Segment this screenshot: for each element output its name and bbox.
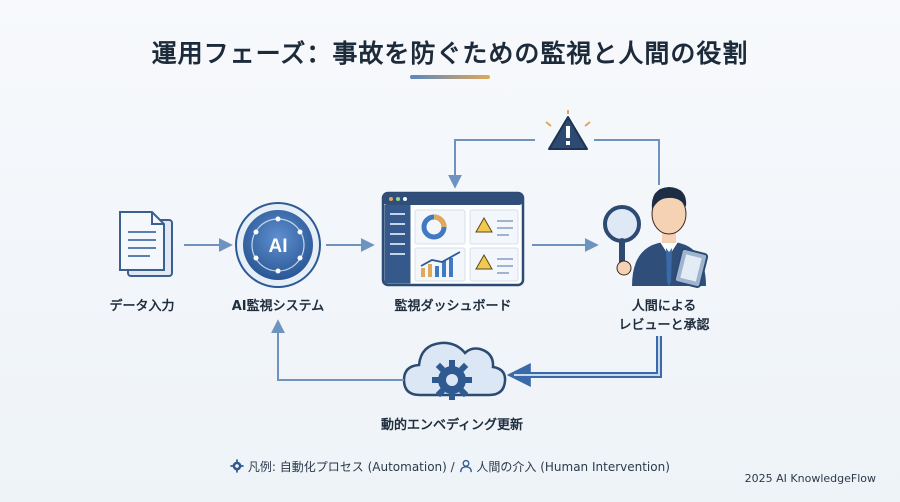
loop-arrow-right-segment (594, 139, 660, 185)
legend-automation-text: 凡例: 自動化プロセス (Automation) / (247, 460, 455, 474)
credit-text: 2025 AI KnowledgeFlow (744, 472, 876, 485)
ai-badge-text: AI (269, 236, 288, 257)
warning-icon (545, 110, 591, 150)
label-human-review-line1: 人間による (631, 299, 697, 314)
legend-human-text: 人間の介入 (Human Intervention) (476, 460, 670, 474)
label-dashboard: 監視ダッシュボード (394, 299, 512, 314)
title-underline (410, 75, 490, 79)
ai-system-icon: AI (235, 202, 321, 288)
legend: 凡例: 自動化プロセス (Automation) / 人間の介入 (Human … (0, 458, 900, 475)
human-reviewer-icon (603, 187, 709, 289)
loop-arrow-to-dashboard (448, 139, 535, 189)
cloud-gear-icon (402, 341, 507, 400)
label-human-review-line2: レビューと承認 (618, 318, 710, 333)
label-ai-system: AI監視システム (231, 299, 325, 314)
label-embedding-update: 動的エンベディング更新 (380, 418, 524, 433)
gear-icon (230, 459, 244, 473)
person-icon (459, 459, 472, 473)
feedback-arrow-to-cloud (506, 336, 662, 387)
label-data-input: データ入力 (109, 299, 175, 314)
page-title: 運用フェーズ：事故を防ぐための監視と人間の役割 (151, 39, 749, 68)
arrow-cloud-to-ai (271, 319, 404, 381)
document-icon (119, 211, 173, 277)
dashboard-icon (381, 191, 525, 287)
